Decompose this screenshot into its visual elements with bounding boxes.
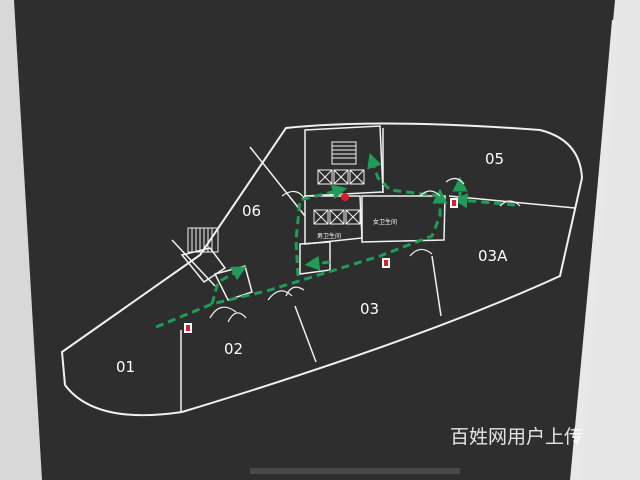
watermark-text: 百姓网用户上传 [450,426,583,448]
unit-label-03a: 03A [478,247,508,265]
unit-label-02: 02 [224,340,243,358]
unit-label-05: 05 [485,150,504,168]
sign-board [14,0,615,480]
elevator-icon [313,169,365,225]
unit-divisions [171,125,576,412]
unit-label-03: 03 [360,300,379,318]
fire-extinguisher-icon [450,198,458,208]
unit-label-06: 06 [242,202,261,220]
male-restroom-label: 男卫生间 [317,232,341,240]
fire-extinguisher-icon [382,258,390,268]
floor-plan-outline [60,122,584,417]
female-restroom-label: 女卫生间 [373,218,397,226]
unit-label-01: 01 [116,358,135,376]
evacuation-route [155,152,516,329]
bottom-faded-text [250,468,460,474]
board-border-stripe [572,20,620,480]
fire-extinguisher-icon [184,323,192,333]
stairs-icon [187,141,357,253]
you-are-here-marker [341,193,349,201]
door-swings [209,177,521,323]
